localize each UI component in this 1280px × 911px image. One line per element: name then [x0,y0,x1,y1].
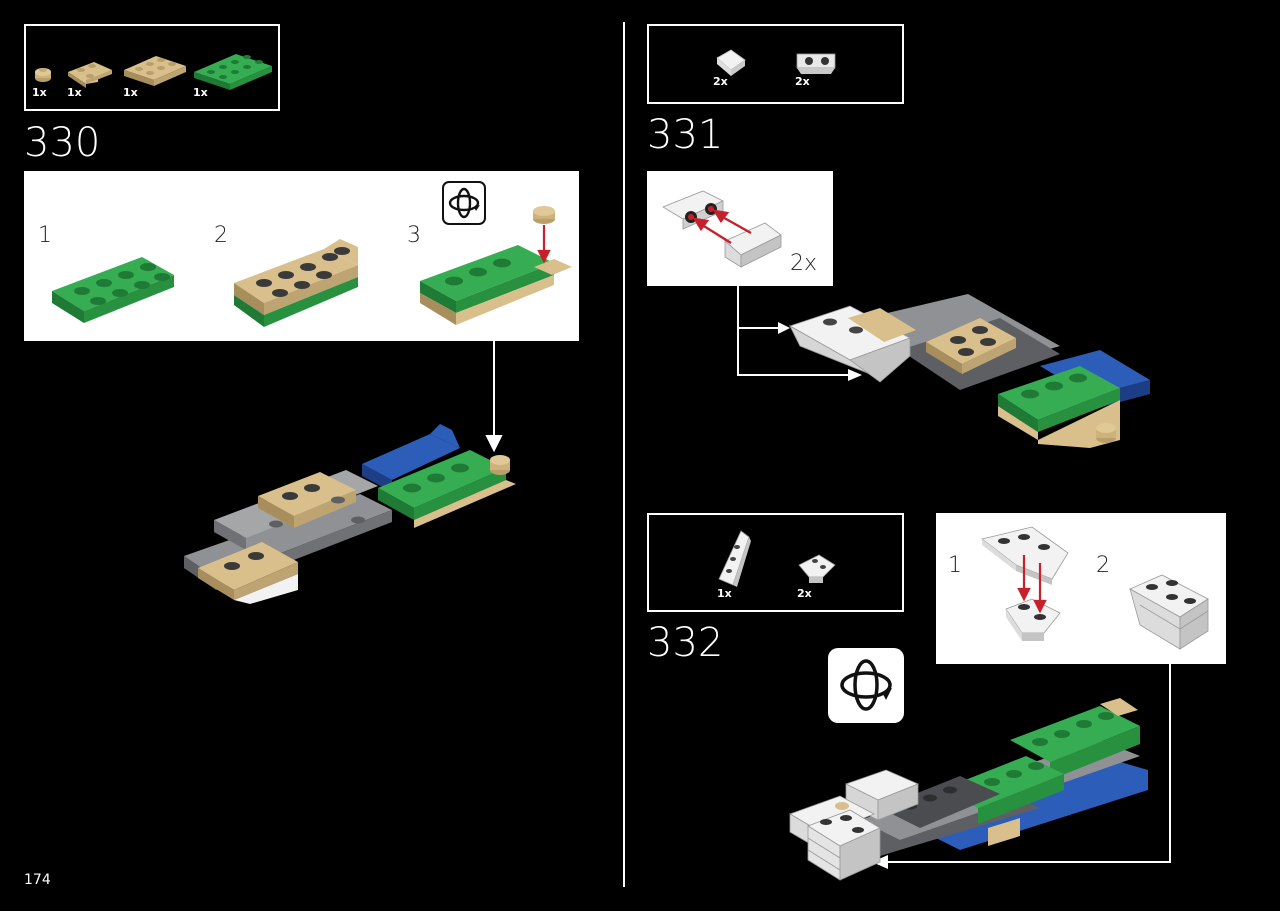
substep-number: 2 [214,223,228,248]
white-slope-icon [716,49,746,76]
white-slope [724,222,782,268]
parts-illustration [716,49,836,76]
subassembly-illustration [981,526,1209,650]
subassembly-illustration [662,190,782,268]
substep-number: 3 [407,223,421,248]
tan-round-plate-icon [35,68,51,82]
part-qty: 2x [713,75,728,88]
part-qty: 2x [797,587,812,600]
parts-list-step-332: 1x 2x [647,513,904,612]
part-qty: 1x [193,86,208,99]
tan-plate-icon [124,56,186,86]
subassembly-panel-330: 1 2 3 [24,171,579,341]
white-corner-wedge-substep-1 [1005,598,1061,641]
callout-arrow [485,341,503,453]
green-plate-icon [194,54,272,90]
car-body-330 [184,424,516,604]
part-qty: 1x [32,86,47,99]
white-bracket-headlights [662,190,724,230]
tan-corner-plate-icon [68,62,112,88]
substep-number: 1 [948,553,962,578]
white-wedge-plate-icon [718,530,751,587]
subassembly-illustration [52,206,572,327]
step-number: 332 [647,620,724,666]
callout-multiplier: 2x [790,251,818,276]
white-corner-wedge-icon [798,554,836,583]
part-qty: 1x [123,86,138,99]
callout-arrow [737,286,852,376]
step-number: 330 [24,120,101,166]
green-on-tan-substep-3 [420,206,572,325]
tan-on-green-substep-2 [234,239,358,327]
red-arrow [537,225,551,264]
part-qty: 1x [67,86,82,99]
green-plate-substep-1 [52,257,174,323]
callout-arrow [884,664,1171,863]
subassembly-panel-332: 1 2 [936,513,1226,664]
tan-round-plate-substep-3 [533,206,555,224]
subassembly-panel-331: 2x [647,171,833,286]
car-body-332 [789,698,1148,881]
substep-number: 2 [1096,553,1110,578]
substep-number: 1 [38,223,52,248]
step-number: 331 [647,112,724,158]
page-number: 174 [24,872,51,888]
parts-illustration [718,530,836,587]
combined-wedge-substep-2 [1129,574,1209,650]
car-body-331 [789,294,1150,448]
parts-list-step-331: 2x 2x [647,24,904,104]
parts-list-step-330: 1x 1x 1x 1x [24,24,280,111]
part-qty: 2x [795,75,810,88]
part-qty: 1x [717,587,732,600]
rotate-icon [442,181,486,225]
white-bracket-icon [796,53,836,74]
page-divider [623,22,625,887]
red-arrow [692,209,752,245]
red-arrow [1017,555,1047,614]
rotate-icon [828,648,904,723]
parts-illustration [35,54,272,90]
